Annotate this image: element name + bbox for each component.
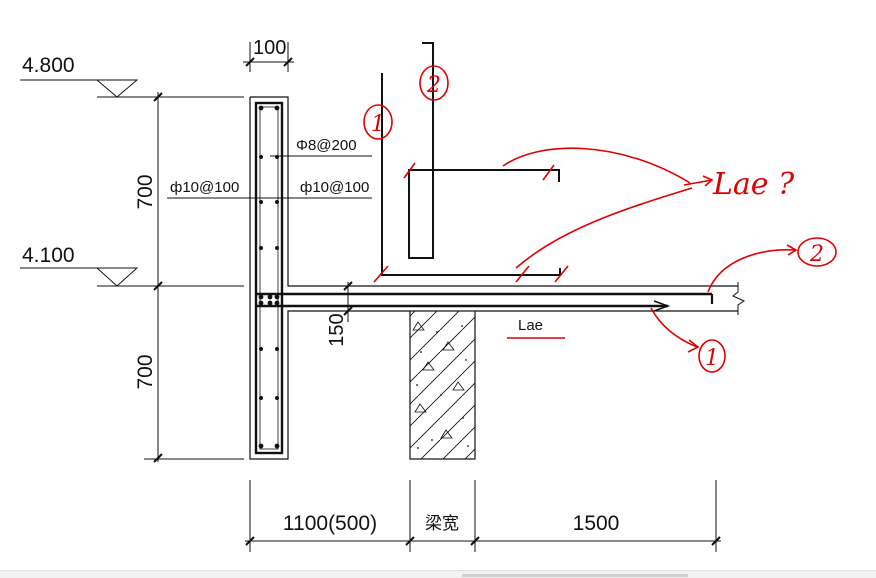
vertical-dimension: 700 700 <box>134 92 244 463</box>
concrete-outline <box>249 96 746 460</box>
lower-height-dim: 700 <box>134 354 157 389</box>
marker-2-right: 2 <box>809 242 824 267</box>
markup-circle-1-bottom: 1 <box>698 339 726 373</box>
marker-1-top: 1 <box>371 112 385 137</box>
wall-thickness-dimension: 100 <box>243 37 294 72</box>
lae-label: Lae <box>518 317 543 334</box>
wall-rebar-dots <box>258 105 280 449</box>
slab-thickness-label: 150 <box>326 313 348 346</box>
markup-tick-marks <box>373 162 569 283</box>
rebar-horizontal-label: Φ8@200 <box>296 137 357 154</box>
marker-1-bottom: 1 <box>705 346 719 371</box>
beam-section <box>409 310 476 460</box>
rebar-vertical-right-label: ф10@100 <box>300 179 369 196</box>
parapet-rebar-detail <box>381 42 561 276</box>
span-right-label: 1500 <box>573 512 620 535</box>
horizontal-scrollbar[interactable] <box>462 574 688 577</box>
rebar-vertical-left-label: ф10@100 <box>170 179 239 196</box>
horizontal-dimension <box>245 480 721 552</box>
viewer-bottom-strip <box>0 570 876 578</box>
level-mark-upper: 4.800 <box>20 54 158 98</box>
level-lower-label: 4.100 <box>22 244 75 267</box>
wall-rebar-cage <box>254 101 284 455</box>
markup-circle-1-top: 1 <box>363 104 393 140</box>
span-left-label: 1100(500) <box>283 512 377 535</box>
rebar-leaders <box>167 155 372 199</box>
markup-leader-lines <box>502 147 798 353</box>
markup-circle-2-top: 2 <box>419 65 449 101</box>
upper-height-dim: 700 <box>134 174 157 209</box>
slab-rebar <box>256 292 714 312</box>
wall-thickness-label: 100 <box>253 37 286 59</box>
span-beam-label: 梁宽 <box>425 514 459 534</box>
marker-2-top: 2 <box>426 73 441 98</box>
markup-circle-2-right: 2 <box>797 237 837 267</box>
level-upper-label: 4.800 <box>22 54 75 77</box>
level-mark-lower: 4.100 <box>20 244 158 287</box>
slab-thickness-dimension: 150 <box>326 281 353 347</box>
lae-question-markup: Lae ? <box>712 167 795 202</box>
